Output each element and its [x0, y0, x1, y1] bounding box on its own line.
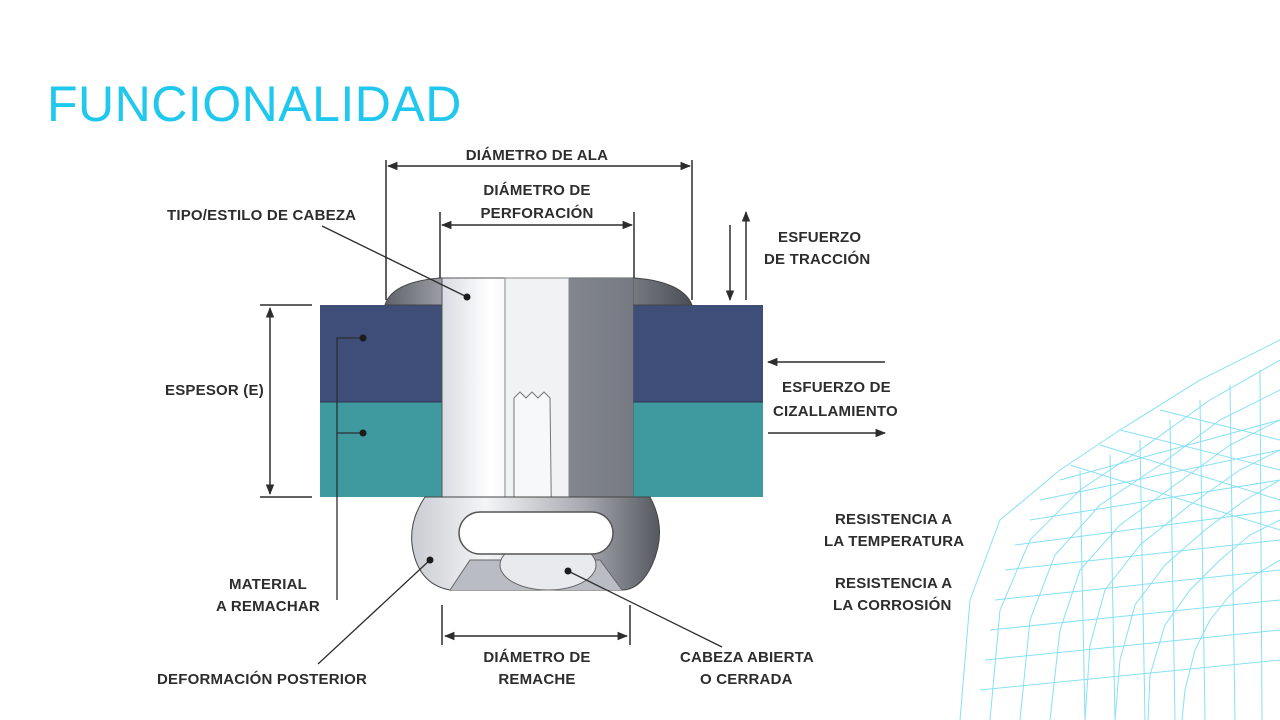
label-esfuerzo-traccion-2: DE TRACCIÓN — [764, 250, 870, 268]
dot-cabeza-abierta — [564, 567, 572, 575]
top-plate-right — [633, 305, 763, 402]
label-cabeza-abierta-2: O CERRADA — [700, 671, 793, 688]
label-resistencia-corrosion-2: LA CORROSIÓN — [833, 596, 952, 614]
dimension-diametro-remache — [441, 605, 631, 645]
arrows-cizallamiento — [766, 357, 887, 438]
label-resistencia-temperatura-1: RESISTENCIA A — [835, 511, 952, 528]
label-esfuerzo-cizallamiento-1: ESFUERZO DE — [782, 379, 891, 396]
arrows-traccion — [725, 210, 751, 302]
label-diametro-perforacion-2: PERFORACIÓN — [480, 204, 593, 222]
dimension-espesor — [260, 304, 312, 498]
label-tipo-cabeza: TIPO/ESTILO DE CABEZA — [167, 207, 356, 224]
label-diametro-ala: DIÁMETRO DE ALA — [466, 147, 608, 164]
dot-material-top — [359, 334, 367, 342]
label-resistencia-temperatura-2: LA TEMPERATURA — [824, 533, 964, 550]
label-cabeza-abierta-1: CABEZA ABIERTA — [680, 649, 814, 666]
decorative-building-lines — [959, 339, 1280, 720]
label-espesor: ESPESOR (E) — [165, 382, 264, 399]
label-diametro-remache-1: DIÁMETRO DE — [483, 649, 590, 666]
label-resistencia-corrosion-1: RESISTENCIA A — [835, 575, 952, 592]
dimension-diametro-ala — [385, 160, 693, 300]
label-diametro-remache-2: REMACHE — [498, 671, 575, 688]
label-deformacion: DEFORMACIÓN POSTERIOR — [157, 670, 367, 688]
label-esfuerzo-traccion-1: ESFUERZO — [778, 229, 861, 246]
leader-material — [336, 337, 363, 600]
bottom-plate-right — [633, 402, 763, 497]
dimension-diametro-perforacion — [439, 212, 635, 278]
leader-tipo-cabeza — [321, 225, 468, 298]
dot-material-bottom — [359, 429, 367, 437]
leader-deformacion — [317, 559, 431, 665]
dot-tipo-cabeza — [463, 293, 471, 301]
top-plate — [320, 305, 442, 402]
bulb-slot — [458, 511, 614, 555]
label-material-1: MATERIAL — [229, 576, 307, 593]
leader-cabeza-abierta — [567, 570, 723, 648]
dot-deformacion — [426, 556, 434, 564]
label-diametro-perforacion-1: DIÁMETRO DE — [483, 182, 590, 199]
label-material-2: A REMACHAR — [216, 598, 320, 615]
slide-title: FUNCIONALIDAD — [47, 76, 462, 132]
label-esfuerzo-cizallamiento-2: CIZALLAMIENTO — [773, 403, 898, 420]
bottom-plate — [320, 402, 442, 497]
